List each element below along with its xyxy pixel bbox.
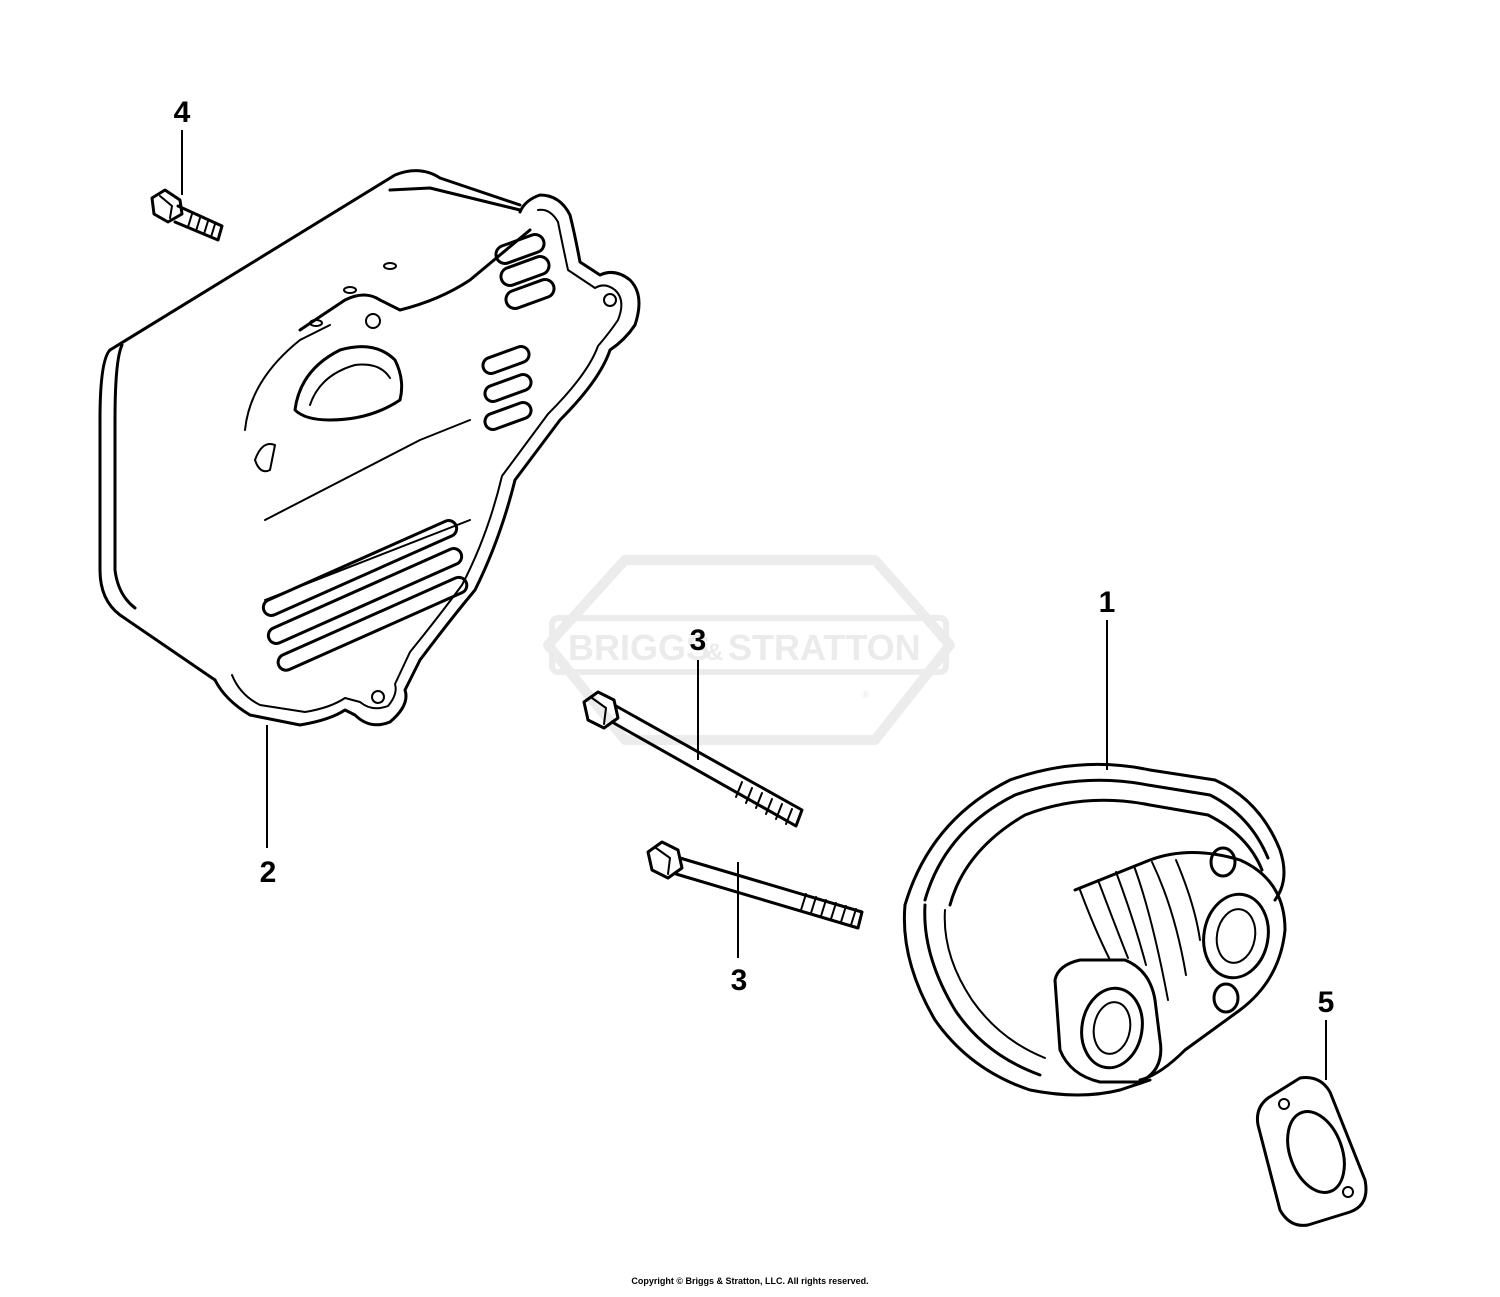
part-5-gasket	[1256, 1076, 1368, 1227]
watermark-text-right: STRATTON	[728, 627, 921, 668]
callout-2: 2	[260, 856, 277, 889]
watermark-ampersand: &	[706, 639, 723, 666]
part-2-muffler-guard	[98, 169, 641, 727]
callout-5: 5	[1318, 986, 1335, 1019]
part-3-bolt-lower	[646, 840, 864, 930]
guard-bottom-vents	[261, 519, 469, 672]
guard-side-vents	[481, 233, 556, 431]
leader-lines	[181, 130, 1327, 1080]
callout-1: 1	[1099, 586, 1116, 619]
watermark-registered-mark: ®	[862, 690, 870, 701]
part-3-bolt-upper	[582, 690, 804, 828]
watermark-text-left: BRIGGS	[568, 627, 710, 668]
callout-4: 4	[174, 96, 191, 129]
callout-3-upper: 3	[690, 624, 707, 657]
briggs-stratton-watermark: BRIGGS & STRATTON ®	[543, 555, 955, 745]
part-4-bolt	[150, 188, 224, 242]
callout-3-lower: 3	[731, 964, 748, 997]
part-1-muffler	[902, 762, 1287, 1097]
copyright-notice: Copyright © Briggs & Stratton, LLC. All …	[631, 1276, 869, 1286]
